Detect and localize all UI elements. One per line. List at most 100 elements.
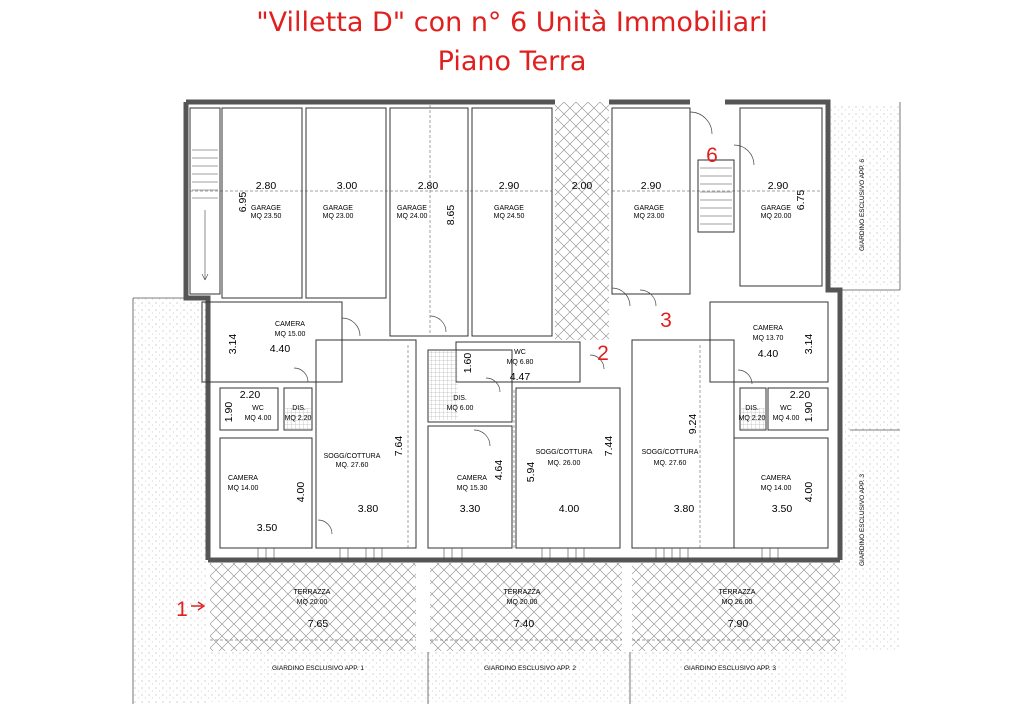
garage-2-area: MQ 23.00 (323, 213, 354, 220)
unit-2-marker: 2 (597, 342, 609, 365)
terrace-2-name: TERRAZZA (504, 589, 541, 596)
terrace-1-width: 7.65 (308, 618, 329, 630)
garage-3-area: MQ 24.00 (397, 213, 428, 220)
terrace-1-area: MQ 20.00 (297, 599, 328, 606)
garden-bottom (208, 652, 848, 702)
cam1-width: 4.40 (270, 343, 291, 355)
wc3-name: WC (780, 405, 792, 412)
cam4-name: CAMERA (753, 325, 783, 332)
cam2-name: CAMERA (228, 475, 258, 482)
arrow-right-icon (191, 601, 206, 611)
wc3-width: 2.20 (790, 389, 811, 401)
garage-4-area: MQ 24.50 (494, 213, 525, 220)
garden-2-label: GIARDINO ESCLUSIVO APP. 2 (484, 665, 576, 672)
wc2-name: WC (514, 349, 526, 356)
terrace-3-width: 7.90 (728, 618, 749, 630)
cam2-depth: 4.00 (295, 482, 307, 503)
garden-right (840, 290, 900, 650)
wc1-name: WC (252, 405, 264, 412)
sogg1-area: MQ. 27.60 (336, 462, 369, 469)
garage-5-width: 2.90 (641, 180, 662, 192)
garage-5-area: MQ 23.00 (634, 213, 665, 220)
garage-3-width: 2.80 (418, 180, 439, 192)
cam2-width: 3.50 (257, 522, 278, 534)
plan-subtitle: Piano Terra (437, 46, 587, 77)
corridor-pavement (555, 102, 609, 340)
cam1-name: CAMERA (275, 321, 305, 328)
unit-3-marker: 3 (660, 309, 672, 332)
wc2-height: 1.60 (462, 353, 474, 374)
stairs-right (700, 167, 732, 225)
wc2-width: 4.47 (510, 371, 531, 383)
sogg3-depth: 9.24 (687, 414, 699, 435)
wall-lines (189, 107, 829, 549)
garage-2-name: GARAGE (323, 205, 353, 212)
plan-title: "Villetta D" con n° 6 Unità Immobiliari (256, 7, 768, 38)
garage-3-name: GARAGE (397, 205, 427, 212)
cam5-name: CAMERA (761, 475, 791, 482)
terrace-2 (430, 563, 622, 651)
dis3-area: MQ 2.20 (739, 415, 766, 422)
garage-1-width: 2.80 (256, 180, 277, 192)
garage-4-name: GARAGE (494, 205, 524, 212)
dis2-name: DIS. (453, 395, 467, 402)
garage-4-width: 2.90 (499, 180, 520, 192)
unit-1-marker: 1 (176, 598, 188, 621)
cam4-width: 4.40 (758, 348, 779, 360)
cam5-width: 3.50 (772, 503, 793, 515)
cam2-area: MQ 14.00 (228, 485, 259, 492)
terrace-3-area: MQ 26.00 (722, 599, 753, 606)
cam4-depth: 3.14 (803, 334, 815, 355)
dis1-area: MQ 2.20 (285, 415, 312, 422)
wc1-area: MQ 4.00 (245, 415, 272, 422)
doors (293, 111, 755, 535)
sogg2-depth: 5.94 (525, 462, 537, 483)
windows (257, 548, 779, 560)
cam3-name: CAMERA (457, 475, 487, 482)
cam5-area: MQ 14.00 (761, 485, 792, 492)
dis1-name: DIS. (292, 405, 306, 412)
terrace-2-width: 7.40 (514, 618, 535, 630)
garage-left-depth: 6.95 (237, 192, 249, 213)
sogg3-name: SOGG/COTTURA (642, 449, 699, 456)
sogg2-area: MQ. 26.00 (548, 460, 581, 467)
garden-top-right (828, 105, 900, 285)
terrace-3-name: TERRAZZA (719, 589, 756, 596)
stairs-left (192, 149, 218, 281)
cam5-depth: 4.00 (803, 482, 815, 503)
wc1-height: 1.90 (223, 402, 235, 423)
cam3-width: 3.30 (460, 503, 481, 515)
cam1-area: MQ 15.00 (275, 331, 306, 338)
garden-left (133, 298, 208, 703)
cam4-area: MQ 13.70 (753, 335, 784, 342)
sogg1-depth: 7.64 (393, 436, 405, 457)
sogg2-width: 4.00 (559, 503, 580, 515)
dis3-name: DIS. (745, 405, 759, 412)
sogg2-depth2: 7.44 (603, 436, 615, 457)
cam1-depth: 3.14 (227, 334, 239, 355)
terrace-2-area: MQ 20.00 (507, 599, 538, 606)
terrace-1 (210, 563, 416, 651)
unit-6-marker: 6 (706, 144, 718, 167)
garage-6-area: MQ 20.00 (761, 213, 792, 220)
sogg2-name: SOGG/COTTURA (536, 449, 593, 456)
garage-6-width: 2.90 (768, 180, 789, 192)
garage-1-name: GARAGE (251, 205, 281, 212)
garden-3-side-label: GIARDINO ESCLUSIVO APP. 3 (859, 474, 866, 566)
garage-right-depth: 6.75 (795, 190, 807, 211)
corridor-width: 2.00 (572, 180, 593, 192)
wc2-area: MQ 6.80 (507, 359, 534, 366)
garden-1-label: GIARDINO ESCLUSIVO APP. 1 (272, 665, 364, 672)
garage-6-name: GARAGE (761, 205, 791, 212)
sogg1-width: 3.80 (358, 503, 379, 515)
garden-3-label: GIARDINO ESCLUSIVO APP. 3 (684, 665, 776, 672)
terrace-3 (632, 563, 840, 651)
wc1-width: 2.20 (240, 389, 261, 401)
garden-6-side-label: GIARDINO ESCLUSIVO APP. 6 (859, 159, 866, 251)
garage-2-width: 3.00 (337, 180, 358, 192)
terrace-1-name: TERRAZZA (294, 589, 331, 596)
cam3-area: MQ 15.30 (457, 485, 488, 492)
wc3-area: MQ 4.00 (773, 415, 800, 422)
garage-5-name: GARAGE (634, 205, 664, 212)
